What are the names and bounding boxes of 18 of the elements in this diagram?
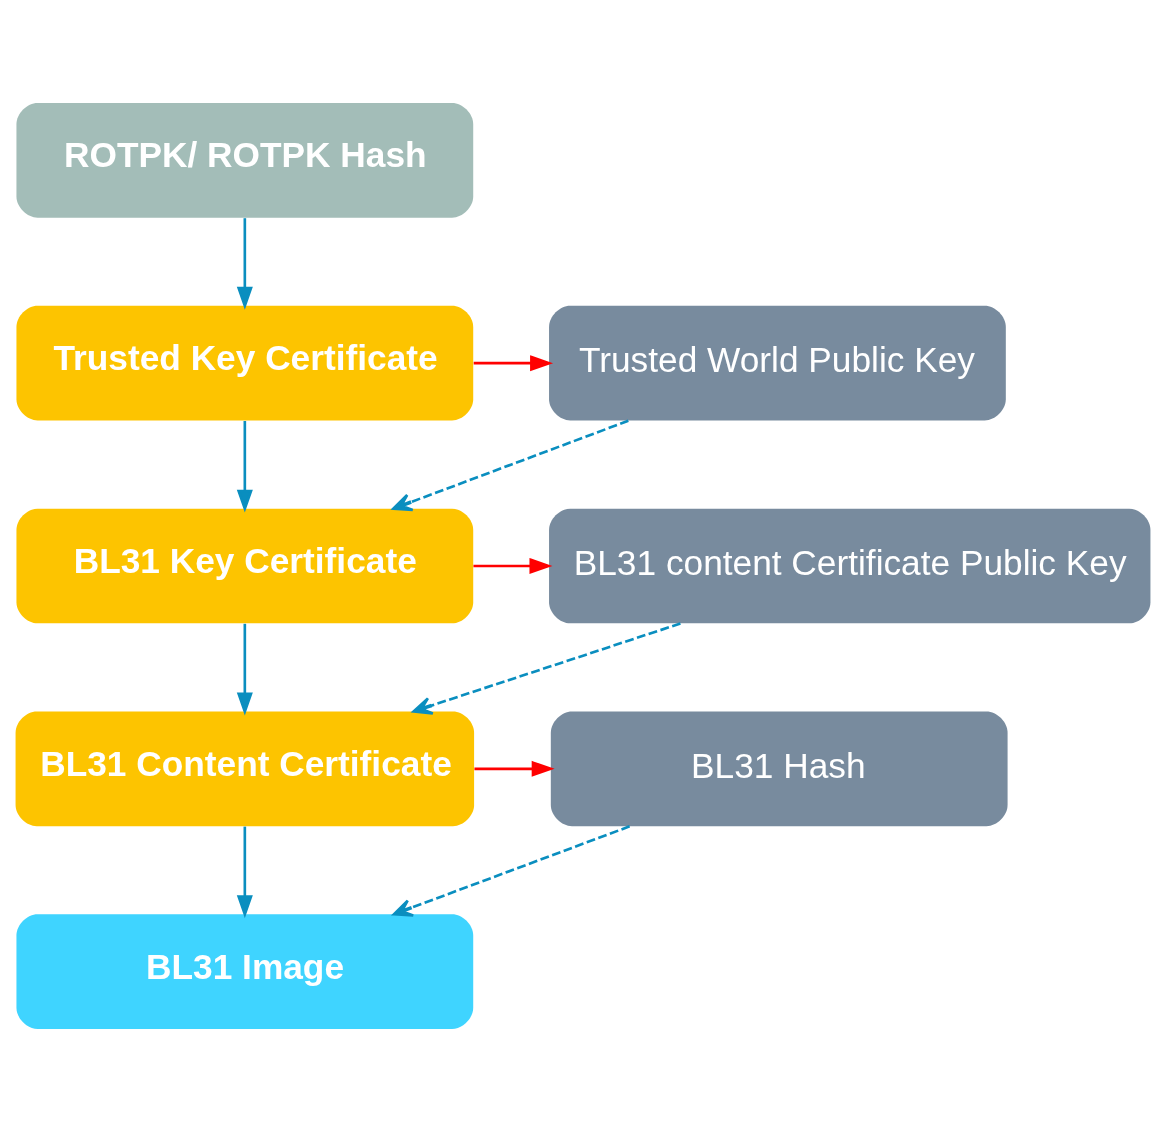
- arrow: [473, 355, 554, 372]
- node-box: BL31 Key Certificate: [16, 508, 474, 624]
- arrow: [236, 826, 253, 919]
- arrow: [473, 557, 553, 575]
- arrow: [392, 419, 629, 512]
- node-box: Trusted World Public Key: [549, 305, 1006, 421]
- arrow: [236, 218, 253, 310]
- node-box: ROTPK/ ROTPK Hash: [16, 103, 474, 218]
- node-box: BL31 Content Certificate: [15, 711, 475, 827]
- arrow: [236, 623, 253, 716]
- arrow: [392, 825, 631, 917]
- node-box: BL31 content Certificate Public Key: [549, 508, 1151, 624]
- node-box: Trusted Key Certificate: [16, 305, 474, 421]
- node-box: BL31 Hash: [550, 711, 1008, 827]
- arrow: [236, 421, 253, 513]
- node-box: BL31 Image: [16, 914, 474, 1029]
- arrow: [412, 622, 681, 715]
- arrow: [474, 760, 555, 777]
